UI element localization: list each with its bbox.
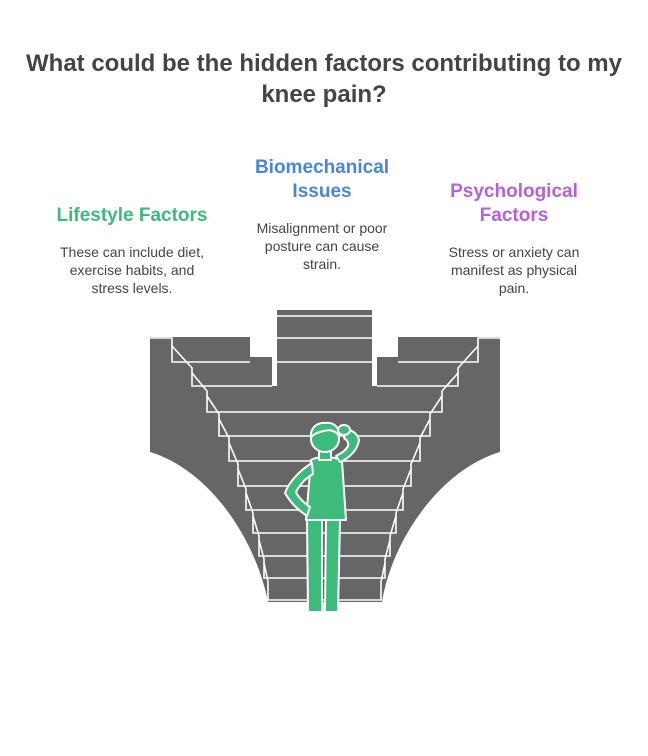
figure-hair — [309, 421, 341, 438]
figure-left-leg — [306, 519, 323, 613]
psychological-title-line: Psychological — [450, 181, 578, 202]
biomechanical-issues: Biomechanical Issues Misalignment or poo… — [234, 156, 410, 273]
figure-torso — [305, 456, 347, 521]
biomechanical-desc-line: posture can cause — [264, 238, 380, 254]
figure-hand — [337, 424, 351, 436]
lifestyle-description: These can include diet, exercise habits,… — [42, 243, 222, 297]
page-title: What could be the hidden factors contrib… — [0, 48, 648, 110]
thinking-person-icon — [284, 421, 360, 613]
psychological-title: Psychological Factors — [424, 180, 604, 228]
title-line-1: What could be the hidden factors contrib… — [26, 50, 622, 77]
biomechanical-title: Biomechanical Issues — [234, 156, 410, 204]
lifestyle-title: Lifestyle Factors — [56, 205, 208, 226]
biomechanical-description: Misalignment or poor posture can cause s… — [234, 219, 410, 273]
biomechanical-title-line: Biomechanical — [254, 157, 390, 178]
biomechanical-title-line: Issues — [292, 181, 352, 202]
lifestyle-factors: Lifestyle Factors These can include diet… — [42, 204, 222, 297]
figure-left-arm — [284, 462, 314, 517]
biomechanical-desc-line: strain. — [302, 256, 342, 272]
lifestyle-desc-line: stress levels. — [91, 280, 173, 296]
lifestyle-desc-line: exercise habits, and — [69, 262, 195, 278]
figure-right-leg — [324, 519, 341, 613]
title-line-2: knee pain? — [261, 81, 387, 108]
center-pillar — [277, 310, 372, 386]
psychological-factors: Psychological Factors Stress or anxiety … — [424, 180, 604, 297]
center-pillar-lines — [277, 315, 372, 363]
lifestyle-desc-line: These can include diet, — [60, 244, 204, 260]
psychological-desc-line: manifest as physical — [450, 262, 578, 278]
psychological-desc-line: Stress or anxiety can — [448, 244, 580, 260]
psychological-title-line: Factors — [479, 205, 549, 226]
biomechanical-desc-line: Misalignment or poor — [256, 220, 388, 236]
figure-right-arm — [335, 428, 360, 463]
psychological-desc-line: pain. — [498, 280, 530, 296]
psychological-description: Stress or anxiety can manifest as physic… — [424, 243, 604, 297]
